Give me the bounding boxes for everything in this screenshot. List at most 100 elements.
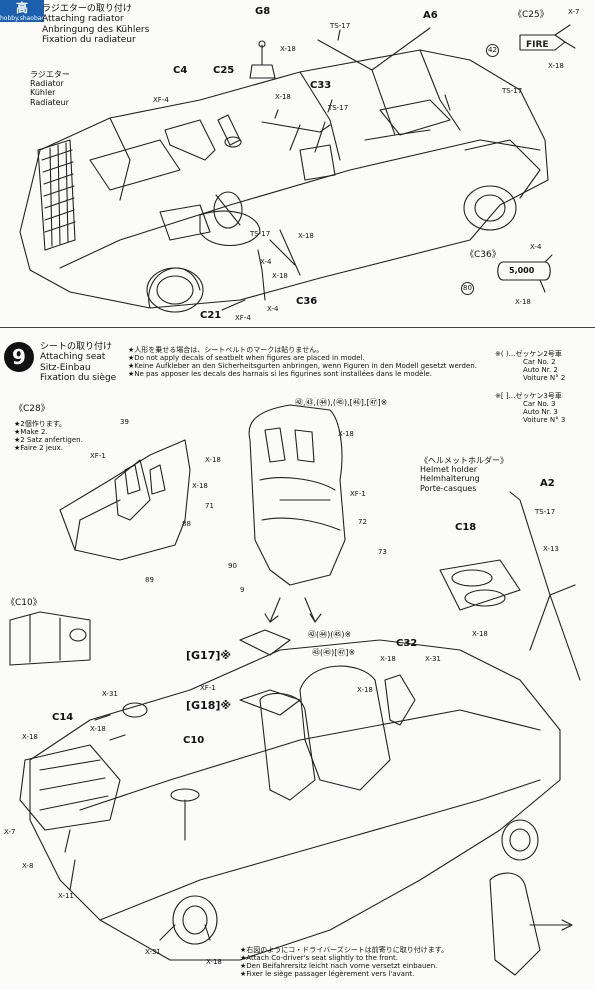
part-decal-42: ㊷(㊹)(㊺)※ <box>308 630 352 639</box>
helmet-jp: 《ヘルメットホルダー》 <box>420 456 508 465</box>
watermark-title: 高 <box>15 1 28 15</box>
car-no2-jp: ※( )…ゼッケン2号車 <box>495 350 562 358</box>
inset-c36-x4: X-4 <box>530 243 542 251</box>
inset-c25-x7: X-7 <box>568 8 580 16</box>
part-x4-a: X-4 <box>267 305 279 313</box>
helmet-a2: A2 <box>540 478 555 489</box>
step8-chassis-drawing: FIRE <box>19 24 576 313</box>
part-x11: X-11 <box>58 892 74 900</box>
helmet-fr: Porte-casques <box>420 483 477 493</box>
part-x18-a: X-18 <box>357 686 373 694</box>
step9-note-de: ★Keine Aufkleber an den Sicherheitsgurte… <box>128 362 477 371</box>
seat-decal-73: 73 <box>378 548 387 556</box>
c28-make2-de: ★2 Satz anfertigen. <box>14 436 83 445</box>
svg-text:FIRE: FIRE <box>526 40 549 50</box>
seat-x18-b: X-18 <box>205 456 221 464</box>
part-c25: C25 <box>213 65 235 76</box>
step9-note-fr: ★Ne pas apposer les decals des harnais s… <box>128 370 432 379</box>
car-no3-fr: Voiture N° 3 <box>523 416 566 425</box>
step8-title-de: Anbringung des Kühlers <box>42 24 150 35</box>
helmet-en: Helmet holder <box>420 465 478 475</box>
part-x8: X-8 <box>22 862 34 870</box>
part-c32: C32 <box>396 638 418 649</box>
c28-make2-en: ★Make 2. <box>14 428 48 437</box>
part-x4-b: X-4 <box>260 258 272 266</box>
part-x18-c: X-18 <box>22 733 38 741</box>
footer-note-en: ★Attach Co-driver's seat slightly to the… <box>240 954 398 963</box>
part-c21: C21 <box>200 310 222 321</box>
part-c14: C14 <box>52 712 74 723</box>
c28-make2-fr: ★Faire 2 jeux. <box>14 444 63 453</box>
step9-title-fr: Fixation du siège <box>40 373 117 384</box>
step9-title-en: Attaching seat <box>40 352 106 363</box>
footer-note-jp: ★右図のようにコ・ドライバーズシートは前寄りに取り付けます。 <box>240 946 449 954</box>
step8-title-en: Attaching radiator <box>42 14 124 25</box>
step8-title: ラジエターの取り付け Attaching radiator Anbringung… <box>42 4 149 45</box>
step8-title-jp: ラジエターの取り付け <box>42 4 132 14</box>
part-ts17-b: TS-17 <box>328 104 349 112</box>
part-x31-b: X-31 <box>102 690 118 698</box>
seat-x18-a: X-18 <box>338 430 354 438</box>
part-ts17-d: TS-17 <box>250 230 271 238</box>
part-x18-b: X-18 <box>275 93 291 101</box>
inset-c25-decal: 42 <box>486 44 499 57</box>
inset-c36-x18: X-18 <box>515 298 531 306</box>
inset-c25-x18: X-18 <box>548 62 564 70</box>
part-decal-43: ㊸(㊺)[㊼]※ <box>312 648 356 657</box>
part-x18-d: X-18 <box>206 958 222 966</box>
part-x18-d: X-18 <box>298 232 314 240</box>
part-x18-b: X-18 <box>90 725 106 733</box>
car-no3-jp: ※[ ]…ゼッケン3号車 <box>495 392 562 400</box>
radiator-en: Radiator <box>30 79 64 89</box>
part-x18-c: X-18 <box>272 272 288 280</box>
part-c10: C10 <box>183 735 205 746</box>
part-c4: C4 <box>173 65 188 76</box>
helmet-x18: X-18 <box>472 630 488 638</box>
part-x7: X-7 <box>4 828 16 836</box>
step9-number: 9 <box>4 342 34 372</box>
part-a6: A6 <box>423 10 438 21</box>
radiator-label: ラジエター Radiator Kühler Radiateur <box>30 70 70 107</box>
watermark-logo: 高 hobby.shaobao.com <box>0 0 60 22</box>
c28-title: 《C28》 <box>14 404 50 414</box>
radiator-jp: ラジエター <box>30 70 70 79</box>
step9-note-en: ★Do not apply decals of seatbelt when fi… <box>128 354 365 363</box>
radiator-fr: Radiateur <box>30 97 69 107</box>
part-ts17-a: TS-17 <box>330 22 351 30</box>
seat-decal-71: 71 <box>205 502 214 510</box>
step9-footer-notes: ★右図のようにコ・ドライバーズシートは前寄りに取り付けます。 ★Attach C… <box>240 946 448 978</box>
part-g18: [G18]※ <box>186 699 232 712</box>
step8-title-fr: Fixation du radiateur <box>42 35 136 46</box>
seat-xf1: XF-1 <box>350 490 366 498</box>
car-no3-en: Car No. 3 <box>523 400 556 409</box>
car-no2-de: Auto Nr. 2 <box>523 366 558 375</box>
part-xf4-b: XF-4 <box>235 314 251 322</box>
helmet-x13: X-13 <box>543 545 559 553</box>
footer-note-de: ★Den Beifahrersitz leicht nach vorne ver… <box>240 962 438 971</box>
step9-note-jp: ★人形を乗せる場合は、シートベルトのマークは貼りません。 <box>128 346 324 354</box>
part-x18-a: X-18 <box>280 45 296 53</box>
seat-decal-72: 72 <box>358 518 367 526</box>
c28-decal-89: 89 <box>145 576 154 584</box>
seat-decal-90: 90 <box>228 562 237 570</box>
step9-title: シートの取り付け Attaching seat Sitz-Einbau Fixa… <box>40 342 116 383</box>
step9-seat-drawings <box>9 404 581 976</box>
seat-decals-top: ㊷,㊸,(㊹),(㊺),[㊻],[㊼]※ <box>295 398 388 407</box>
step9-notes: ★人形を乗せる場合は、シートベルトのマークは貼りません。 ★Do not app… <box>128 346 477 378</box>
step-divider <box>0 327 595 328</box>
c28-decal-88: 88 <box>182 520 191 528</box>
step9-title-de: Sitz-Einbau <box>40 362 91 373</box>
car-no2-fr: Voiture N° 2 <box>523 374 566 383</box>
helmet-c18: C18 <box>455 522 477 533</box>
helmet-de: Helmhalterung <box>420 474 480 484</box>
radiator-de: Kühler <box>30 88 56 98</box>
seat-decal-9: 9 <box>240 586 245 594</box>
part-ts17-c: TS-17 <box>502 87 523 95</box>
part-xf1: XF-1 <box>200 684 216 692</box>
c10-inset-title: 《C10》 <box>6 598 42 608</box>
part-c33: C33 <box>310 80 332 91</box>
part-x18-e: X-18 <box>380 655 396 663</box>
part-g17: [G17]※ <box>186 649 232 662</box>
